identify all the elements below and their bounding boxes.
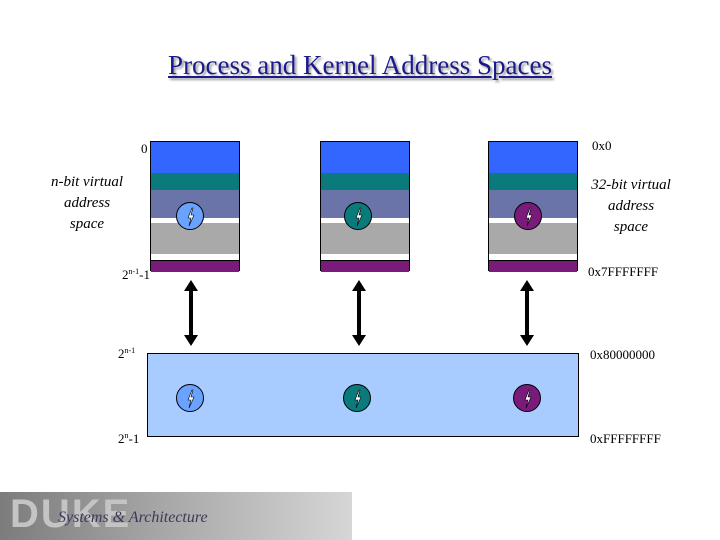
right-kernel-top-label: 0xFFFFFFFF (590, 431, 661, 446)
thread-lightning-icon (513, 384, 541, 412)
double-arrow-icon (184, 280, 198, 346)
thread-lightning-icon (176, 384, 204, 412)
left-zero-label: 0 (141, 141, 148, 156)
thread-lightning-icon (344, 202, 372, 230)
data-segment (489, 173, 577, 191)
32-bit-note: 32-bit virtual address space (591, 177, 671, 235)
thread-lightning-icon (176, 202, 204, 230)
footer-banner: DUKE Systems & Architecture (0, 492, 352, 540)
kernel-mapping-strip (321, 260, 409, 272)
code-segment (151, 142, 239, 174)
code-segment (321, 142, 409, 174)
page-title: Process and Kernel Address Spaces (168, 50, 552, 80)
left-kernel-base-label: 2n-1 (118, 346, 136, 361)
right-kernel-base-label: 0x80000000 (590, 347, 655, 362)
right-zero-label: 0x0 (592, 138, 612, 153)
unused-segment (151, 254, 239, 260)
kernel-mapping-strip (489, 260, 577, 272)
data-segment (321, 173, 409, 191)
footer-subtitle: Systems & Architecture (58, 509, 208, 526)
double-arrow-icon (520, 280, 534, 346)
left-kernel-top-label: 2n-1 (118, 431, 140, 446)
thread-lightning-icon (343, 384, 371, 412)
thread-lightning-icon (514, 202, 542, 230)
unused-segment (489, 254, 577, 260)
code-segment (489, 142, 577, 174)
right-user-top-label: 0x7FFFFFFF (588, 264, 659, 279)
duke-logo: DUKE (10, 492, 132, 536)
data-segment (151, 173, 239, 191)
unused-segment (321, 254, 409, 260)
left-user-top-label: 2n-1-1 (122, 267, 151, 282)
double-arrow-icon (352, 280, 366, 346)
n-bit-note: n-bit virtual address space (50, 174, 124, 232)
kernel-mapping-strip (151, 260, 239, 272)
